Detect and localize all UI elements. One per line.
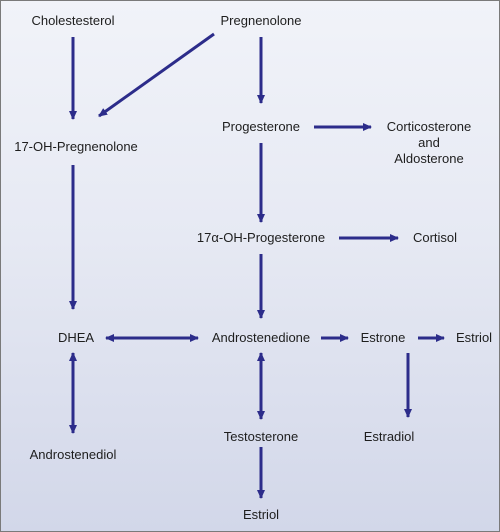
node-testosterone: Testosterone — [223, 429, 299, 444]
node-progesterone: Progesterone — [221, 119, 301, 134]
node-androstenedione: Androstenedione — [211, 330, 311, 345]
node-dhea: DHEA — [57, 330, 95, 345]
node-estradiol: Estradiol — [363, 429, 415, 444]
node-estrone: Estrone — [360, 330, 406, 345]
node-estriol-right: Estriol — [455, 330, 493, 345]
and-label: and — [418, 135, 440, 150]
node-corticosterone-and-aldosterone: Corticosterone and Aldosterone — [387, 119, 472, 167]
node-cortisol: Cortisol — [412, 230, 458, 245]
arrow-pregnenolone-to-oh-pregnenolone — [98, 32, 215, 118]
node-17a-oh-progesterone: 17α-OH-Progesterone — [196, 230, 326, 245]
node-estriol-bottom: Estriol — [242, 507, 280, 522]
corticosterone-label: Corticosterone — [386, 119, 472, 134]
aldosterone-label: Aldosterone — [394, 151, 464, 166]
node-17-oh-pregnenolone: 17-OH-Pregnenolone — [14, 139, 138, 154]
node-androstenediol: Androstenediol — [29, 447, 117, 462]
node-pregnenolone: Pregnenolone — [220, 13, 302, 28]
node-cholesterol: Cholestesterol — [31, 13, 115, 28]
